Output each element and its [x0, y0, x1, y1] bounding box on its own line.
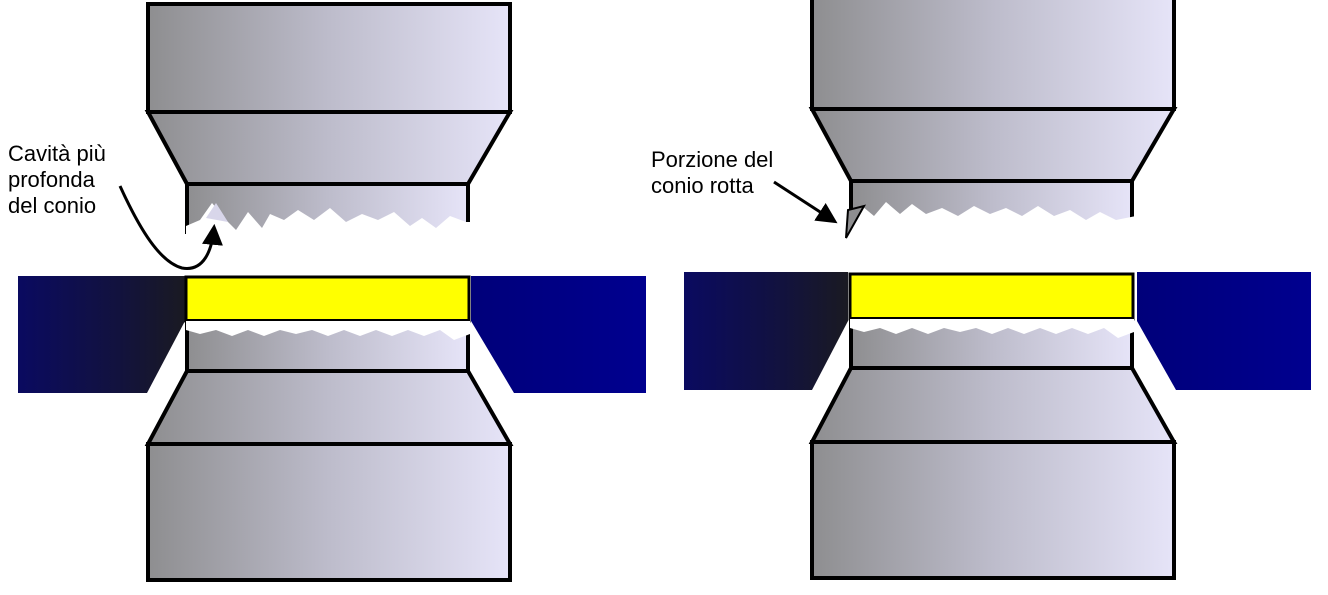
left-upper-die-crack [186, 203, 472, 248]
left-collar-left-block [18, 276, 185, 393]
right-lower-die [808, 317, 1178, 580]
left-deep-cavity [206, 203, 228, 222]
callout-right-line-2: conio rotta [651, 173, 754, 198]
callout-left-line-1: Cavità più [8, 141, 106, 166]
callout-broken-portion: Porzione del conio rotta [651, 147, 773, 199]
right-coin-blank [848, 272, 1135, 321]
right-collar-right-block [1137, 272, 1311, 390]
right-upper-die-crack [850, 202, 1136, 246]
callout-left-line-3: del conio [8, 193, 97, 218]
right-assembly [684, 0, 1311, 580]
right-callout-arrow [773, 180, 838, 224]
right-collar-left-block [684, 272, 848, 390]
left-assembly [18, 2, 646, 582]
right-lower-die-crack [850, 319, 1134, 338]
left-coin-blank [184, 275, 471, 323]
callout-left-line-2: profonda [8, 167, 95, 192]
left-lower-die [144, 319, 514, 582]
callout-deepest-cavity: Cavità più profonda del conio [8, 141, 106, 219]
right-broken-fragment [845, 204, 867, 239]
right-upper-die [808, 0, 1178, 246]
callout-right-line-1: Porzione del [651, 147, 774, 172]
left-collar-right-block [471, 276, 646, 393]
left-upper-die [144, 2, 514, 248]
left-callout-arrow [118, 185, 223, 270]
left-lower-die-crack [186, 321, 470, 340]
